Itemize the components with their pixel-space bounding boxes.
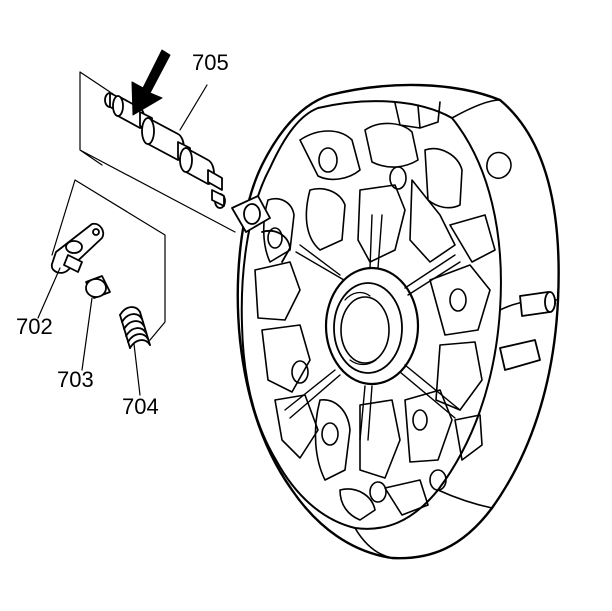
arrow-down-left-icon bbox=[131, 49, 171, 116]
bracket-705 bbox=[79, 71, 236, 233]
bolt-bosses bbox=[267, 147, 467, 503]
leader-702 bbox=[37, 267, 61, 319]
top-notches bbox=[394, 101, 441, 129]
top-right-boss bbox=[486, 151, 512, 180]
leader-704 bbox=[133, 343, 141, 396]
valve-705 bbox=[79, 49, 236, 233]
radial-webs bbox=[284, 214, 461, 441]
spool-valve bbox=[104, 92, 226, 209]
bracket-small-parts bbox=[51, 179, 166, 341]
leader-703 bbox=[81, 297, 93, 371]
valve-bore bbox=[231, 195, 291, 263]
pump-body-face-edge bbox=[240, 100, 502, 530]
callout-703: 703 bbox=[57, 367, 94, 392]
spring-704 bbox=[119, 306, 151, 349]
callout-705: 705 bbox=[192, 50, 229, 75]
callout-702: 702 bbox=[16, 314, 53, 339]
small-parts-group bbox=[37, 179, 166, 396]
pump-body bbox=[231, 83, 560, 560]
right-tab bbox=[499, 339, 541, 371]
fluid-passages bbox=[254, 122, 496, 521]
plug-703 bbox=[85, 275, 111, 299]
callout-704: 704 bbox=[122, 394, 159, 419]
retainer-plate-702 bbox=[50, 222, 105, 274]
central-hub bbox=[324, 266, 420, 386]
side-pin bbox=[519, 291, 556, 317]
leader-705 bbox=[179, 84, 208, 131]
